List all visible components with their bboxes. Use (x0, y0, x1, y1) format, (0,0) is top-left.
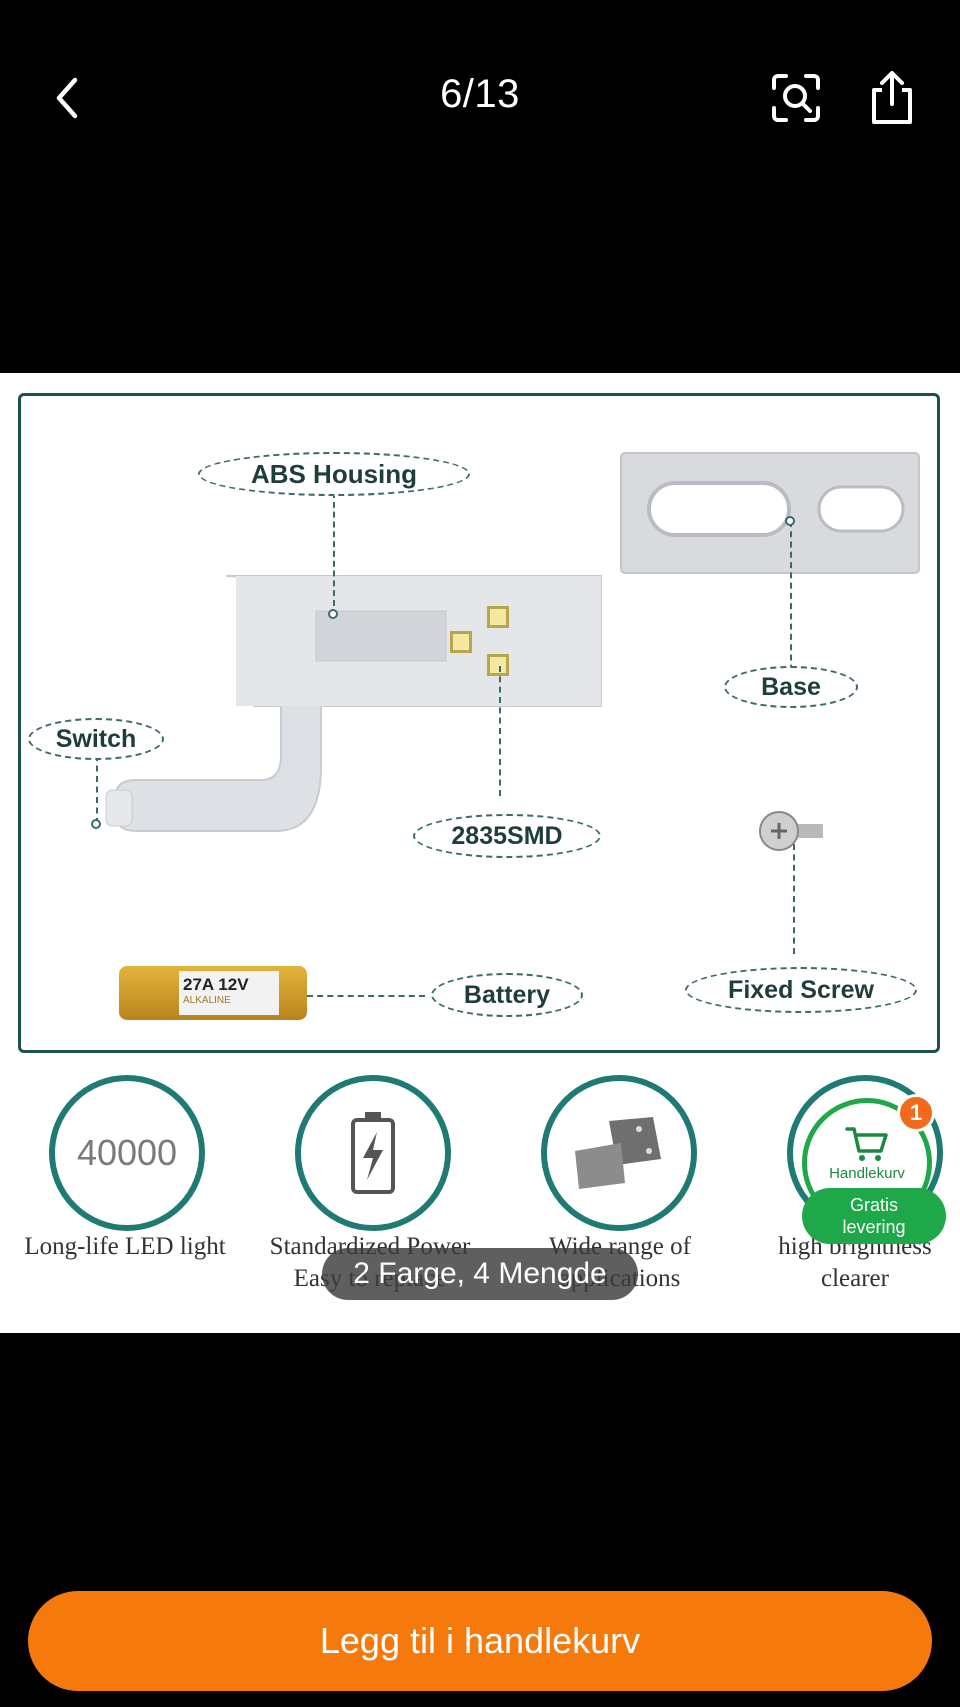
battery-sublabel: ALKALINE (183, 995, 231, 1006)
screw-illustration (759, 811, 823, 851)
lifetime-hours: 40000 (76, 1132, 178, 1173)
led-chip (487, 654, 509, 676)
variant-selector-pill[interactable]: 2 Farge, 4 Mengde (322, 1248, 638, 1300)
leader-line (96, 734, 98, 824)
leader-line (790, 521, 792, 681)
battery-label: 27A 12V (183, 975, 249, 994)
image-search-icon (772, 74, 820, 122)
leader-line (793, 844, 795, 954)
led-hinge-light-illustration (105, 575, 602, 832)
leader-dot (91, 819, 101, 829)
led-chip (487, 606, 509, 628)
cart-icon (845, 1127, 888, 1161)
callout-base: Base (724, 666, 858, 708)
top-bar: 6/13 (0, 0, 960, 200)
leader-dot (328, 609, 338, 619)
image-search-button[interactable] (768, 70, 824, 126)
hinge-icon (575, 1117, 661, 1189)
feature-ring-battery (295, 1075, 451, 1231)
add-to-cart-button[interactable]: Legg til i handlekurv (28, 1591, 932, 1691)
share-button[interactable] (864, 68, 920, 128)
diagram-frame: 27A 12V ALKALINE ABS Housing Base Switch… (18, 393, 940, 1053)
callout-2835smd: 2835SMD (413, 814, 601, 858)
battery-illustration: 27A 12V ALKALINE (119, 966, 307, 1020)
callout-switch: Switch (28, 718, 164, 760)
free-shipping-badge: Gratis levering (802, 1188, 946, 1244)
feature-ring-lifetime: 40000 (49, 1075, 205, 1231)
cart-label: Handlekurv (829, 1165, 905, 1182)
feature-ring-hinge (541, 1075, 697, 1231)
share-icon (872, 71, 912, 124)
battery-icon (351, 1112, 395, 1194)
base-plate-illustration (620, 452, 920, 574)
chevron-left-icon (56, 77, 78, 119)
back-button[interactable] (40, 70, 96, 126)
leader-dot (785, 516, 795, 526)
cart-count-badge: 1 (897, 1094, 935, 1132)
image-counter: 6/13 (440, 72, 520, 116)
leader-line (333, 492, 335, 606)
feature-label-lifetime: Long-life LED light (24, 1233, 226, 1260)
leader-line (307, 995, 425, 997)
product-image[interactable]: 27A 12V ALKALINE ABS Housing Base Switch… (0, 373, 960, 1333)
callout-fixed-screw: Fixed Screw (685, 967, 917, 1013)
callout-abs-housing: ABS Housing (198, 452, 470, 496)
leader-line (499, 666, 501, 796)
callout-battery: Battery (431, 973, 583, 1017)
led-chip (450, 631, 472, 653)
